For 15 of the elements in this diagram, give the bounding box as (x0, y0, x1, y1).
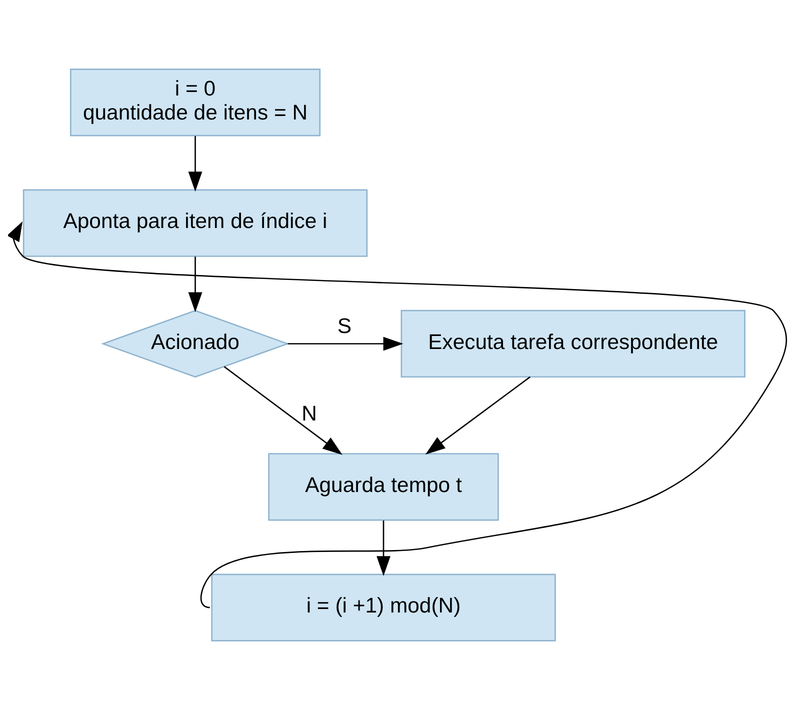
arrow (188, 136, 202, 192)
arrow (288, 336, 404, 350)
node-box: i = 0 quantidade de itens = N (70, 68, 321, 136)
node-box: i = (i +1) mod(N) (211, 573, 556, 641)
arrow (8, 220, 787, 608)
edge-label: S (337, 314, 352, 338)
node-diamond: Acionado (101, 309, 290, 378)
node-box: Executa tarefa correspondente (400, 309, 746, 378)
edge-label: N (302, 402, 317, 425)
arrow (224, 366, 342, 454)
arrow (376, 520, 390, 576)
arrow (425, 376, 530, 454)
node-box: Aguarda tempo t (268, 452, 499, 520)
arrow (188, 256, 202, 312)
node-box: Aponta para item de índice i (22, 188, 368, 256)
